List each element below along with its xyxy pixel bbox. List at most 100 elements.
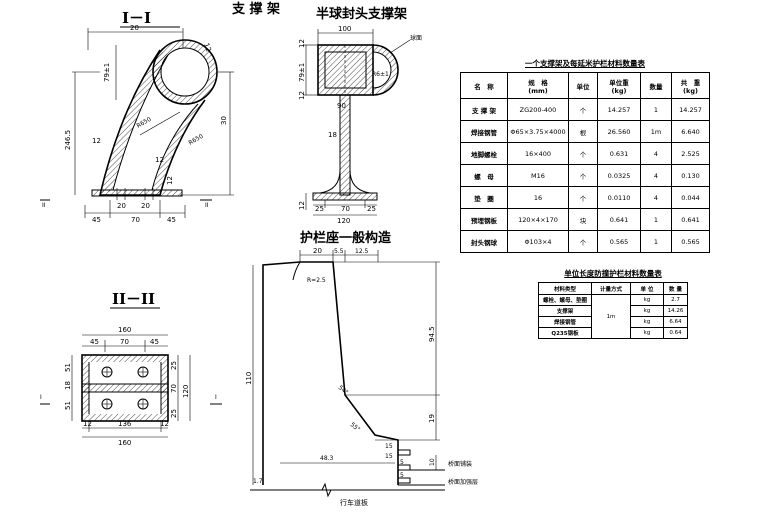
t2-unit-cell: 1m [591,294,631,339]
t2-header: 计量方式 [591,282,631,295]
dim-hb-12a: 12 [298,39,306,48]
dim-s2-25b: 25 [170,409,178,418]
t1-cell: 0.565 [671,230,710,253]
t1-cell: 14.257 [671,98,710,121]
dim-g-125: 12.5 [355,248,369,255]
dim-s1-79: 79±1 [103,63,111,82]
dim-hb-12b: 12 [298,91,306,100]
table-row: 螺栓、螺母、垫圈 1m kg 2.7 [538,294,688,339]
t1-cell: 16×400 [507,142,569,165]
dim-s1-12c: 12 [155,156,164,164]
dim-s1-12a: 12 [202,42,213,53]
t1-cell: 0.0325 [597,164,641,187]
t1-cell: 个 [568,164,598,187]
section-1-1-drawing: I－I 支 撑 架 20 12 79±1 R650 R650 246.5 [40,1,280,224]
t1-cell: 预埋钢板 [460,208,508,231]
dim-g-19: 19 [428,414,436,423]
dim-s1-r2: R650 [188,133,205,147]
ball-surface-label: 球面 [410,34,422,42]
dim-g-r: R=2.5 [307,277,326,284]
material-table-2: 单位长度防撞护栏材料数量表 材料类型 计量方式 单 位 数 量 螺栓、螺母、垫圈… [538,268,688,339]
t1-cell: 4 [640,164,672,187]
support-frame-title: 支 撑 架 [231,1,280,17]
dim-g-15a: 15 [385,443,393,450]
dim-s1-45: 45 [92,216,101,224]
dim-g-110: 110 [245,372,253,385]
table-row: 支撑架 kg 14.26 [538,305,688,317]
half-ball-support-drawing: 半球封头支撑架 100 球面 R6±1 12 79±1 12 90 18 [298,6,422,225]
t2-header: 数 量 [663,282,688,295]
dim-hb-120: 120 [337,217,350,225]
t1-cell: Φ65×3.75×4000 [507,120,569,143]
t1-cell: 0.130 [671,164,710,187]
dim-g-20: 20 [313,247,322,255]
material-table-1-title: 一个支撑架及每延米护栏材料数量表 [525,59,645,68]
dim-g-5a: 5 [400,459,404,466]
dim-g-17: 1.7 [253,478,263,485]
section-mark-2-left: I [40,394,42,401]
material-table-2-grid: 材料类型 计量方式 单 位 数 量 螺栓、螺母、垫圈 1m kg 2.7 支撑架… [538,282,688,339]
t1-cell: 0.631 [597,142,641,165]
t1-cell: 4 [640,142,672,165]
t1-cell: 个 [568,186,598,209]
half-ball-title: 半球封头支撑架 [316,6,407,22]
dim-hb-100: 100 [338,25,351,33]
guardrail-base-title: 护栏座一般构造 [300,230,392,246]
t1-cell: 根 [568,120,598,143]
table-row: Q235钢板 kg 0.64 [538,327,688,339]
t1-header: 规 格(mm) [507,72,569,99]
t1-cell: 垫 圈 [460,186,508,209]
t1-cell: M16 [507,164,569,187]
dim-s2-12b: 12 [160,420,169,428]
t1-header: 共 重(kg) [671,72,710,99]
t1-cell: 1 [640,230,672,253]
dim-s2-70v: 70 [170,384,178,393]
t1-cell: 个 [568,230,598,253]
t1-cell: 26.560 [597,120,641,143]
section-2-2-drawing: II－II 160 45 70 45 51 18 51 25 [40,290,222,447]
dim-g-a1: 54° [337,384,350,396]
t1-cell: 0.0110 [597,186,641,209]
dim-s2-120: 120 [182,385,190,398]
material-table-2-title: 单位长度防撞护栏材料数量表 [564,269,662,278]
dim-s1-30: 30 [220,116,228,125]
dim-hb-r: R6±1 [372,71,389,78]
dim-s2-51b: 51 [64,401,72,410]
dim-s1-r: R650 [136,116,153,130]
t1-cell: 6.640 [671,120,710,143]
t1-cell: 个 [568,98,598,121]
dim-s1-12b: 12 [92,137,101,145]
t1-cell: 2.525 [671,142,710,165]
t1-cell: 1 [640,208,672,231]
dim-s1-top: 20 [130,24,139,32]
dim-s2-12a: 12 [83,420,92,428]
dim-g-15b: 15 [385,453,393,460]
t1-cell: 0.565 [597,230,641,253]
dim-s2-160b: 160 [118,439,131,447]
section-2-2-title: II－II [112,290,155,308]
lane-board-label: 行车道板 [340,498,368,507]
t1-cell: 焊接钢管 [460,120,508,143]
dim-hb-70: 70 [341,205,350,213]
dim-s1-20a: 20 [117,202,126,210]
t1-cell: 个 [568,142,598,165]
dim-g-10: 10 [429,458,436,466]
t1-header: 数量 [640,72,672,99]
t1-cell: 0.044 [671,186,710,209]
dim-s1-20b: 20 [141,202,150,210]
t1-cell: 0.641 [597,208,641,231]
dim-hb-90: 90 [337,102,346,110]
t1-cell: 120×4×170 [507,208,569,231]
t1-cell: ZG200-400 [507,98,569,121]
dim-s2-70: 70 [120,338,129,346]
dim-s2-51a: 51 [64,363,72,372]
section-mark-2-right: I [215,394,217,401]
dim-s1-12d: 12 [166,176,174,185]
